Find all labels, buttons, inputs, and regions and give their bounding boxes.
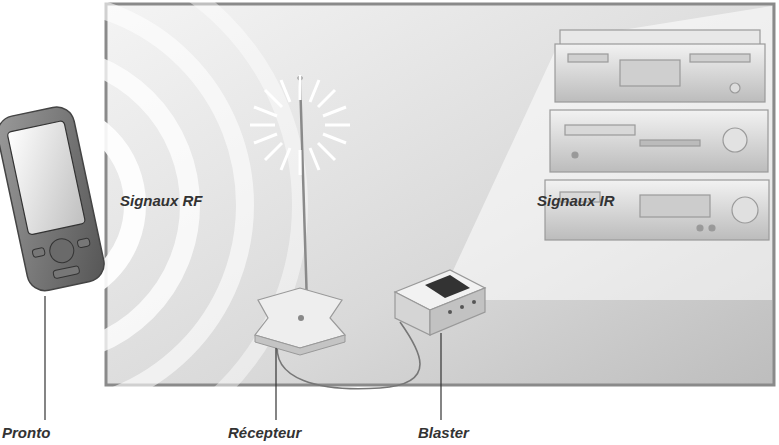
- ir-beam: [445, 6, 772, 300]
- receiver: [250, 75, 350, 355]
- signal-label: Signaux RF: [120, 192, 203, 210]
- signal-label: Signaux IR: [537, 192, 615, 210]
- part-name: Récepteur: [228, 424, 301, 442]
- leader-lines: [45, 296, 441, 420]
- part-name: Blaster: [418, 424, 469, 442]
- blaster: [395, 270, 485, 335]
- part-name: Pronto: [2, 424, 50, 442]
- pronto-remote: [0, 104, 107, 294]
- rf-waves: [0, 0, 300, 445]
